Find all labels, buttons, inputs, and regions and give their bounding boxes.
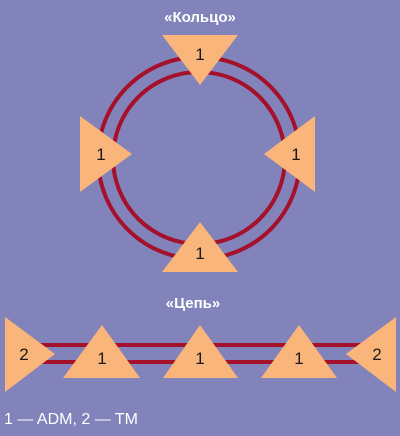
ring-node-top-triangle	[162, 35, 238, 85]
chain-node-right-terminal-label: 2	[372, 345, 381, 364]
chain-node-left-terminal: 2	[5, 317, 55, 392]
chain-node-right-terminal: 2	[346, 317, 396, 392]
legend-text: 1 — ADM, 2 — TM	[4, 411, 138, 428]
ring-node-right: 1	[264, 116, 315, 192]
chain-node-right-terminal-triangle	[346, 317, 396, 392]
ring-node-left: 1	[80, 116, 132, 192]
chain-title: «Цепь»	[166, 295, 220, 312]
chain-node-adm-3-triangle	[261, 325, 337, 378]
chain-node-adm-1-label: 1	[97, 349, 106, 368]
ring-node-left-label: 1	[96, 145, 105, 164]
chain-node-adm-2: 1	[163, 325, 238, 378]
ring-title: «Кольцо»	[164, 9, 236, 26]
ring-node-left-triangle	[80, 116, 132, 192]
chain-node-adm-1: 1	[63, 325, 140, 378]
ring-inner-link	[111, 70, 287, 246]
ring-node-right-label: 1	[291, 145, 300, 164]
chain-node-adm-3-label: 1	[294, 349, 303, 368]
ring-node-bottom-label: 1	[195, 244, 204, 263]
chain-node-adm-2-triangle	[163, 325, 238, 378]
chain-node-left-terminal-label: 2	[19, 345, 28, 364]
chain-section: «Цепь» 2 1 1 1	[5, 295, 396, 392]
ring-node-bottom: 1	[162, 222, 238, 272]
chain-node-adm-3: 1	[261, 325, 337, 378]
ring-node-top: 1	[162, 35, 238, 85]
chain-node-adm-1-triangle	[63, 325, 140, 378]
ring-node-top-label: 1	[195, 45, 204, 64]
chain-node-left-terminal-triangle	[5, 317, 55, 392]
chain-node-adm-2-label: 1	[195, 349, 204, 368]
ring-node-right-triangle	[264, 116, 315, 192]
ring-node-bottom-triangle	[162, 222, 238, 272]
ring-section: «Кольцо» 1 1 1 1	[80, 9, 315, 272]
